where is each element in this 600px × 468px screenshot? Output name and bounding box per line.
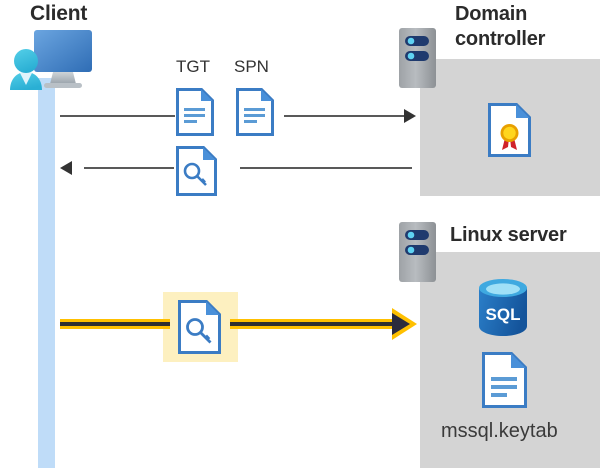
flow-line-present-a-inner [60, 322, 170, 326]
flow-line-response-b [240, 167, 412, 169]
page-title-client: Client [30, 2, 88, 25]
flow-line-response-a [84, 167, 174, 169]
domain-controller-server-icon [399, 28, 436, 88]
keytab-filename-label: mssql.keytab [441, 420, 558, 442]
arrowhead-gold-inner-icon [392, 313, 410, 335]
flow-line-request-b [284, 115, 406, 117]
tgt-label: TGT [176, 57, 210, 76]
spn-label: SPN [234, 57, 269, 76]
page-title-linux-server: Linux server [450, 224, 567, 246]
client-computer-icon [8, 26, 94, 98]
presented-ticket-key-document-icon [178, 300, 222, 359]
arrowhead-right-icon [404, 109, 416, 123]
sql-text: SQL [486, 305, 521, 324]
keytab-document-icon [482, 352, 528, 413]
sql-database-icon: SQL [474, 278, 532, 343]
linux-server-icon [399, 222, 436, 282]
flow-line-present-b-inner [230, 322, 407, 326]
client-lifeline [38, 78, 55, 468]
flow-line-request-a [60, 115, 175, 117]
ticket-key-document-icon [176, 146, 218, 201]
tgt-document-icon [176, 88, 214, 141]
page-title-domain-controller: Domain controller [455, 3, 546, 50]
certificate-document-icon [488, 103, 532, 162]
arrowhead-left-icon [60, 161, 72, 175]
spn-document-icon [236, 88, 274, 141]
